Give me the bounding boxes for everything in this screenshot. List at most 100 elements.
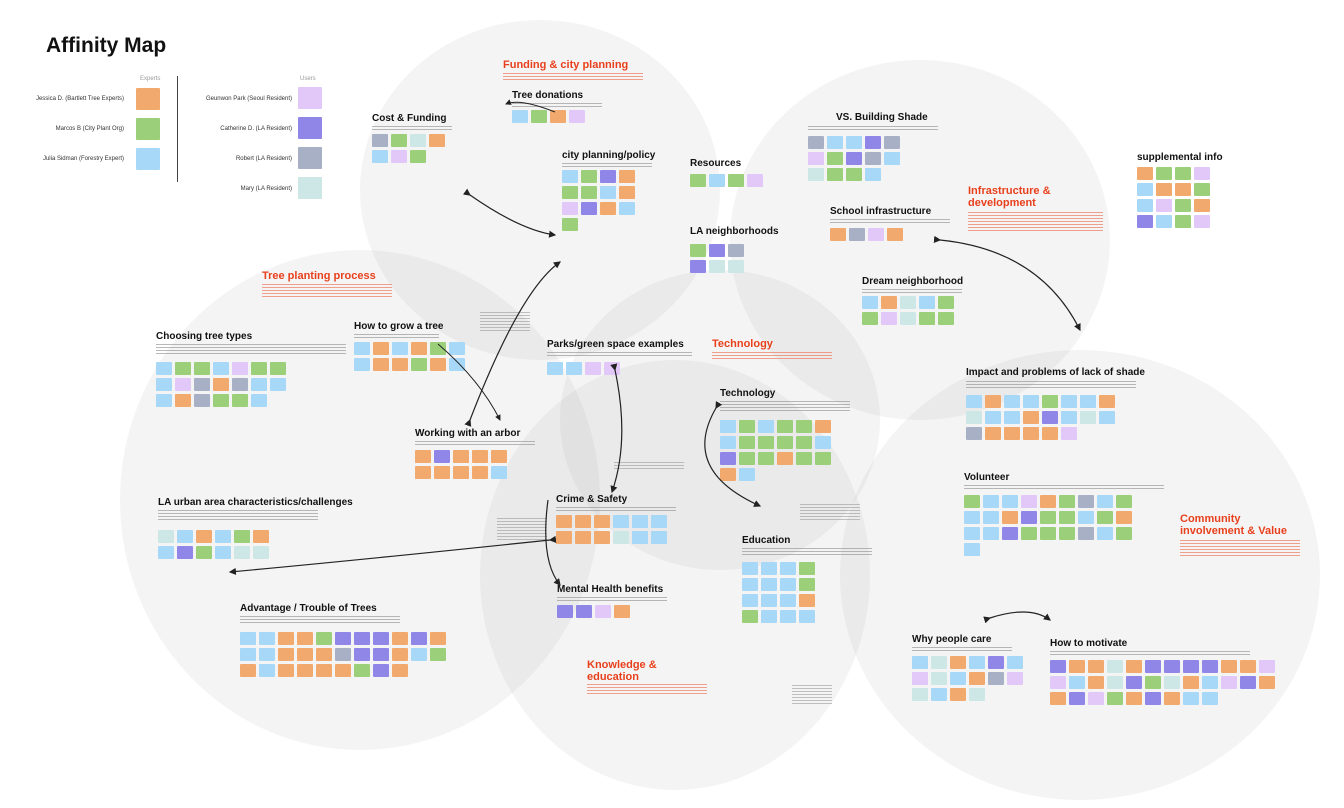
sticky-note[interactable]: [931, 656, 947, 669]
sticky-note[interactable]: [562, 218, 578, 231]
sticky-note[interactable]: [1021, 495, 1037, 508]
sticky-note[interactable]: [270, 362, 286, 375]
sticky-note[interactable]: [900, 296, 916, 309]
sticky-note[interactable]: [1078, 511, 1094, 524]
sticky-note[interactable]: [576, 605, 592, 618]
sticky-note[interactable]: [259, 664, 275, 677]
sticky-note[interactable]: [632, 515, 648, 528]
sticky-note[interactable]: [862, 312, 878, 325]
sticky-note[interactable]: [983, 511, 999, 524]
sticky-note[interactable]: [1183, 692, 1199, 705]
sticky-note[interactable]: [827, 168, 843, 181]
sticky-note[interactable]: [758, 436, 774, 449]
sticky-note[interactable]: [619, 170, 635, 183]
sticky-note[interactable]: [742, 578, 758, 591]
sticky-note[interactable]: [761, 610, 777, 623]
sticky-note[interactable]: [1061, 427, 1077, 440]
sticky-note[interactable]: [1040, 527, 1056, 540]
sticky-note[interactable]: [354, 342, 370, 355]
sticky-note[interactable]: [950, 688, 966, 701]
sticky-note[interactable]: [600, 186, 616, 199]
sticky-note[interactable]: [761, 578, 777, 591]
sticky-note[interactable]: [964, 495, 980, 508]
sticky-note[interactable]: [177, 530, 193, 543]
sticky-note[interactable]: [988, 672, 1004, 685]
sticky-note[interactable]: [1107, 660, 1123, 673]
sticky-note[interactable]: [373, 632, 389, 645]
sticky-note[interactable]: [297, 632, 313, 645]
sticky-note[interactable]: [761, 594, 777, 607]
sticky-note[interactable]: [392, 632, 408, 645]
sticky-note[interactable]: [278, 632, 294, 645]
sticky-note[interactable]: [983, 527, 999, 540]
sticky-note[interactable]: [1088, 660, 1104, 673]
sticky-note[interactable]: [556, 515, 572, 528]
sticky-note[interactable]: [985, 427, 1001, 440]
sticky-note[interactable]: [1004, 395, 1020, 408]
sticky-note[interactable]: [1116, 511, 1132, 524]
sticky-note[interactable]: [562, 186, 578, 199]
sticky-note[interactable]: [259, 632, 275, 645]
sticky-note[interactable]: [430, 358, 446, 371]
sticky-note[interactable]: [196, 530, 212, 543]
sticky-note[interactable]: [1137, 199, 1153, 212]
sticky-note[interactable]: [1097, 527, 1113, 540]
sticky-note[interactable]: [213, 362, 229, 375]
sticky-note[interactable]: [1099, 411, 1115, 424]
sticky-note[interactable]: [585, 362, 601, 375]
sticky-note[interactable]: [1080, 411, 1096, 424]
sticky-note[interactable]: [950, 656, 966, 669]
sticky-note[interactable]: [392, 664, 408, 677]
sticky-note[interactable]: [815, 420, 831, 433]
sticky-note[interactable]: [969, 656, 985, 669]
sticky-note[interactable]: [912, 672, 928, 685]
sticky-note[interactable]: [1240, 660, 1256, 673]
sticky-note[interactable]: [728, 244, 744, 257]
sticky-note[interactable]: [391, 150, 407, 163]
sticky-note[interactable]: [796, 420, 812, 433]
sticky-note[interactable]: [411, 648, 427, 661]
sticky-note[interactable]: [557, 605, 573, 618]
sticky-note[interactable]: [815, 452, 831, 465]
sticky-note[interactable]: [966, 411, 982, 424]
sticky-note[interactable]: [566, 362, 582, 375]
sticky-note[interactable]: [453, 466, 469, 479]
sticky-note[interactable]: [373, 342, 389, 355]
sticky-note[interactable]: [1116, 495, 1132, 508]
sticky-note[interactable]: [1107, 692, 1123, 705]
sticky-note[interactable]: [846, 168, 862, 181]
sticky-note[interactable]: [297, 664, 313, 677]
sticky-note[interactable]: [600, 202, 616, 215]
sticky-note[interactable]: [969, 688, 985, 701]
sticky-note[interactable]: [240, 632, 256, 645]
sticky-note[interactable]: [1080, 395, 1096, 408]
sticky-note[interactable]: [1202, 692, 1218, 705]
sticky-note[interactable]: [1107, 676, 1123, 689]
sticky-note[interactable]: [780, 562, 796, 575]
sticky-note[interactable]: [728, 260, 744, 273]
sticky-note[interactable]: [808, 136, 824, 149]
sticky-note[interactable]: [988, 656, 1004, 669]
sticky-note[interactable]: [531, 110, 547, 123]
sticky-note[interactable]: [709, 244, 725, 257]
sticky-note[interactable]: [1126, 660, 1142, 673]
sticky-note[interactable]: [194, 362, 210, 375]
sticky-note[interactable]: [780, 594, 796, 607]
sticky-note[interactable]: [215, 546, 231, 559]
sticky-note[interactable]: [1061, 395, 1077, 408]
sticky-note[interactable]: [808, 152, 824, 165]
sticky-note[interactable]: [232, 362, 248, 375]
sticky-note[interactable]: [569, 110, 585, 123]
sticky-note[interactable]: [278, 664, 294, 677]
sticky-note[interactable]: [194, 378, 210, 391]
sticky-note[interactable]: [175, 394, 191, 407]
sticky-note[interactable]: [1002, 495, 1018, 508]
sticky-note[interactable]: [196, 546, 212, 559]
sticky-note[interactable]: [985, 411, 1001, 424]
sticky-note[interactable]: [156, 394, 172, 407]
sticky-note[interactable]: [919, 312, 935, 325]
sticky-note[interactable]: [1156, 167, 1172, 180]
sticky-note[interactable]: [912, 656, 928, 669]
sticky-note[interactable]: [799, 594, 815, 607]
sticky-note[interactable]: [1004, 411, 1020, 424]
